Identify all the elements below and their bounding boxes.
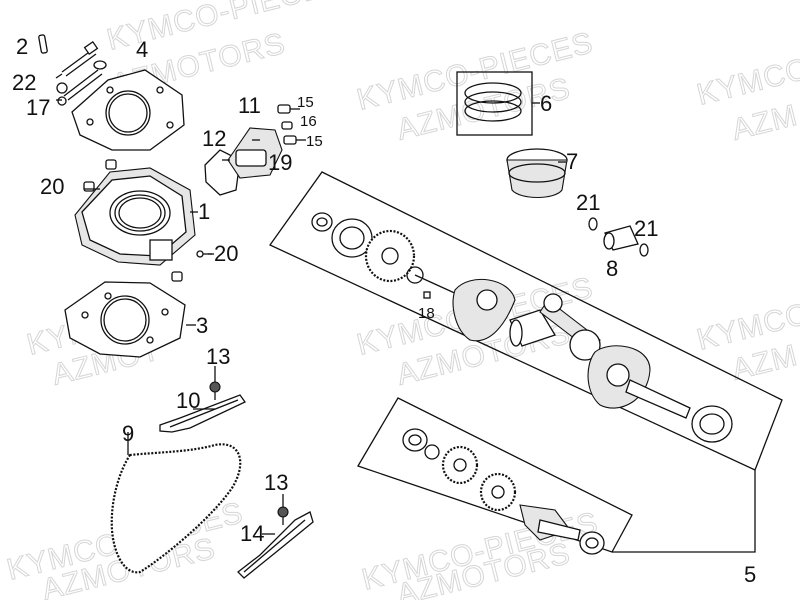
callout-4: 4: [136, 37, 148, 62]
callout-15-lower: 15: [306, 133, 323, 150]
callout-17: 17: [26, 95, 50, 120]
callout-leaders: [55, 73, 566, 535]
callout-6: 6: [540, 91, 552, 116]
part-21-circlip: [588, 217, 649, 257]
callout-20-upper: 20: [40, 174, 64, 199]
part-4-head-gasket: [71, 69, 185, 151]
part-5-balancer-box: [357, 397, 633, 555]
part-20-dowel: [83, 159, 212, 282]
part-11-housing: [227, 127, 283, 179]
part-13-bolt-lower: [277, 506, 289, 525]
part-5-leader-lines: [612, 470, 756, 553]
callout-labels: 2 4 22 17 11 15 16 15 12 19 20 1 20 3 13…: [12, 34, 756, 587]
callout-13-lower: 13: [264, 470, 288, 495]
part-15-16-bolts: [277, 104, 306, 145]
watermark: AZM: [729, 99, 800, 147]
part-8-piston-pin: [603, 225, 639, 251]
callout-19: 19: [268, 150, 292, 175]
part-3-base-gasket: [64, 281, 186, 358]
callout-11: 11: [238, 93, 261, 118]
callout-8: 8: [606, 256, 618, 281]
callout-1: 1: [198, 199, 210, 224]
callout-2: 2: [16, 34, 28, 59]
callout-9: 9: [122, 421, 134, 446]
part-2-dowel-pin: [38, 34, 48, 54]
part-5-crankshaft-box: [269, 171, 783, 471]
part-9-cam-chain: [110, 443, 242, 574]
callout-18: 18: [418, 305, 435, 322]
callout-16: 16: [300, 113, 317, 130]
callout-22: 22: [12, 70, 36, 95]
callout-12: 12: [202, 126, 226, 151]
part-14-chain-guide: [237, 511, 314, 579]
part-22-17-bolts: [56, 40, 107, 106]
part-7-piston: [506, 148, 568, 199]
callout-21-left: 21: [576, 190, 600, 215]
callout-14: 14: [240, 521, 264, 546]
part-13-bolt-upper: [209, 381, 221, 400]
part-10-chain-guide: [159, 394, 246, 433]
part-1-cylinder-block: [74, 167, 196, 266]
callout-21-right: 21: [634, 216, 658, 241]
callout-3: 3: [196, 313, 208, 338]
callout-5: 5: [744, 562, 756, 587]
callout-15-upper: 15: [297, 94, 314, 111]
callout-13-upper: 13: [206, 344, 230, 369]
callout-20-lower: 20: [214, 241, 238, 266]
callout-10: 10: [176, 388, 200, 413]
callout-7: 7: [566, 149, 578, 174]
